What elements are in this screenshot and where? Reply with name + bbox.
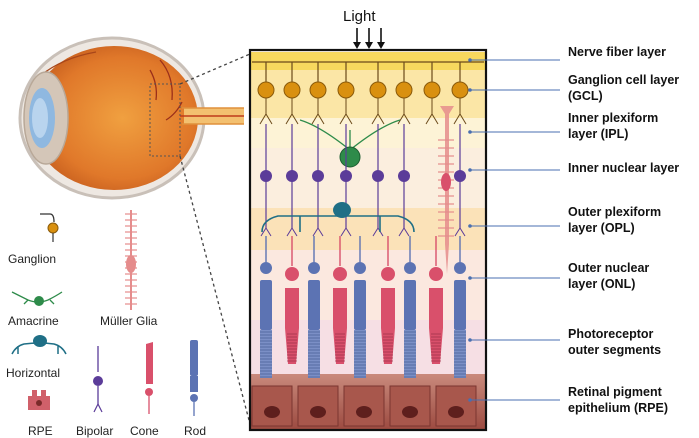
legend-label-horizontal: Horizontal <box>6 366 60 380</box>
rpe-nucleus <box>264 406 280 418</box>
rod-nucleus <box>354 262 366 274</box>
cone-nucleus <box>429 267 443 281</box>
bipolar-cell <box>260 170 272 182</box>
legend-bipolar-icon <box>93 346 103 412</box>
cell-legend <box>12 210 198 416</box>
pointer-dot <box>468 224 472 228</box>
layer-label-inner-nuclear: Inner nuclear layer <box>568 160 679 176</box>
pointer-dot <box>468 130 472 134</box>
ganglion-cell <box>284 82 300 98</box>
ganglion-cell <box>310 82 326 98</box>
legend-horizontal-icon <box>12 335 66 354</box>
rod-nucleus <box>308 262 320 274</box>
rpe-nucleus <box>448 406 464 418</box>
pointer-dot <box>468 168 472 172</box>
pointer-dot <box>468 58 472 62</box>
legend-ganglion-icon <box>40 214 58 242</box>
pointer-dot <box>468 88 472 92</box>
pointer-dot <box>468 338 472 342</box>
light-label: Light <box>343 8 376 25</box>
cone-segment <box>381 288 395 364</box>
layer-label-nerve-fiber: Nerve fiber layer <box>568 44 666 60</box>
legend-label-rod: Rod <box>184 424 206 438</box>
cone-segment <box>429 288 443 364</box>
ganglion-cell <box>424 82 440 98</box>
muller-nucleus <box>441 173 451 191</box>
rod-inner-segment <box>454 280 466 330</box>
rod-inner-segment <box>354 280 366 330</box>
legend-label-ganglion: Ganglion <box>8 252 56 266</box>
horizontal-cell <box>333 202 351 218</box>
amacrine-cell <box>340 147 360 167</box>
legend-amacrine-icon <box>12 292 62 306</box>
ganglion-cell <box>338 82 354 98</box>
legend-label-rpe: RPE <box>28 424 53 438</box>
bipolar-cell <box>312 170 324 182</box>
legend-label-muller: Müller Glia <box>100 314 157 328</box>
rod-inner-segment <box>404 280 416 330</box>
ganglion-cell <box>452 82 468 98</box>
legend-label-bipolar: Bipolar <box>76 424 113 438</box>
rpe-nucleus <box>310 406 326 418</box>
cone-segment <box>285 288 299 364</box>
legend-label-cone: Cone <box>130 424 159 438</box>
layer-label-ganglion-cell: Ganglion cell layer(GCL) <box>568 72 679 104</box>
pointer-dot <box>468 398 472 402</box>
cone-segment <box>333 288 347 364</box>
bipolar-cell <box>454 170 466 182</box>
ganglion-cell <box>396 82 412 98</box>
cone-nucleus <box>381 267 395 281</box>
rpe-nucleus <box>402 406 418 418</box>
retina-cross-section <box>250 50 486 430</box>
legend-rod-icon <box>190 340 198 416</box>
ganglion-cell <box>258 82 274 98</box>
rod-nucleus <box>260 262 272 274</box>
legend-label-amacrine: Amacrine <box>8 314 59 328</box>
light-arrows <box>353 28 385 49</box>
legend-cone-icon <box>145 342 153 414</box>
bipolar-cell <box>340 170 352 182</box>
bipolar-cell <box>372 170 384 182</box>
rod-nucleus <box>454 262 466 274</box>
ganglion-cell <box>370 82 386 98</box>
legend-muller-icon <box>125 210 137 310</box>
bipolar-cell <box>286 170 298 182</box>
rod-inner-segment <box>260 280 272 330</box>
pointer-dot <box>468 276 472 280</box>
rod-nucleus <box>404 262 416 274</box>
cone-nucleus <box>285 267 299 281</box>
rod-inner-segment <box>308 280 320 330</box>
legend-rpe-icon <box>28 390 50 410</box>
bipolar-cell <box>398 170 410 182</box>
rpe-nucleus <box>356 406 372 418</box>
cone-nucleus <box>333 267 347 281</box>
